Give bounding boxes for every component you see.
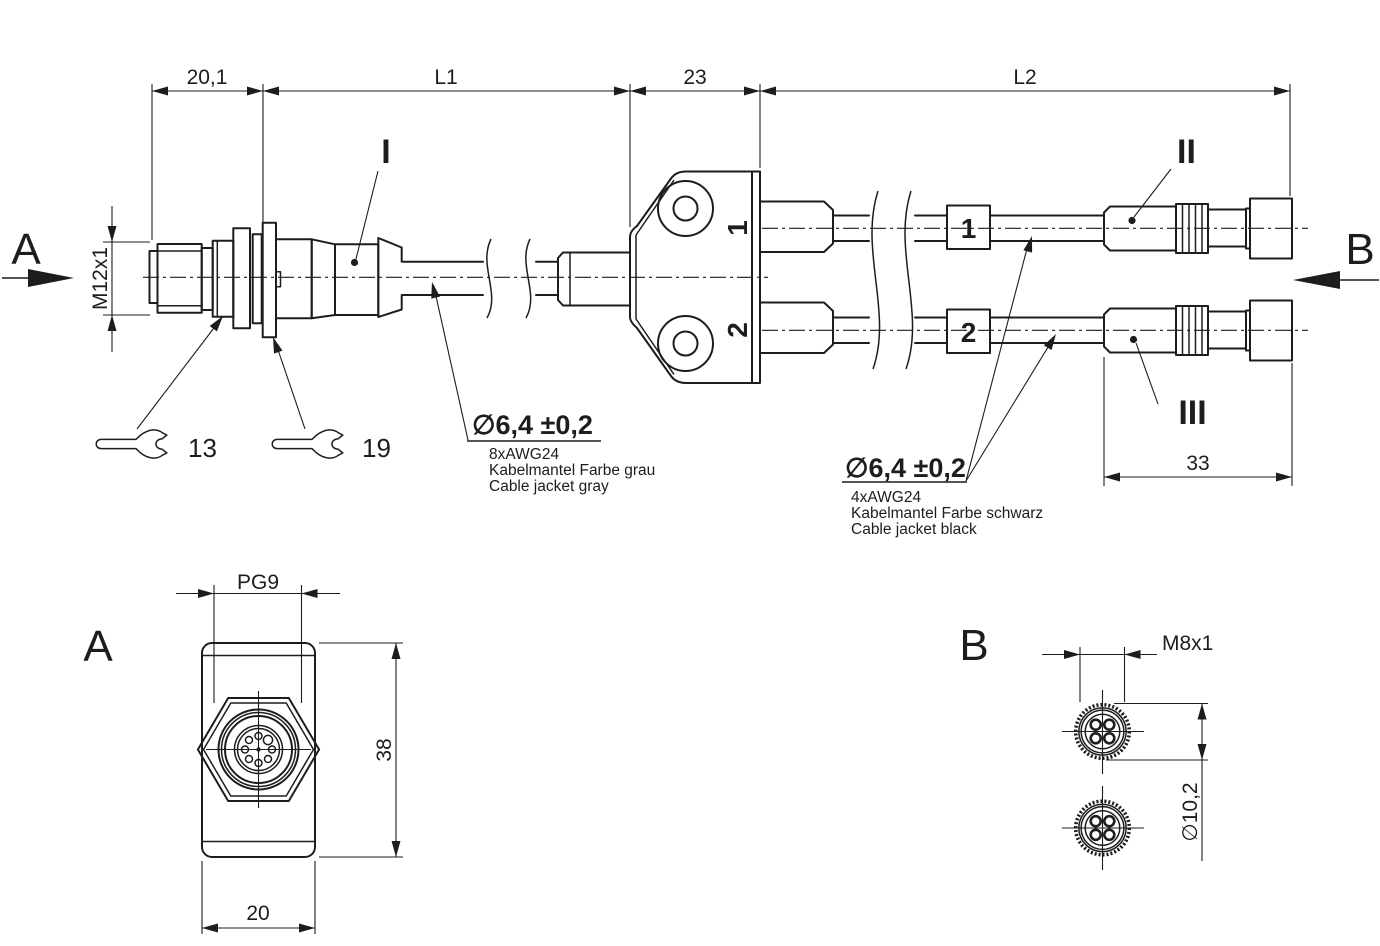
dim-m12-thread: M12x1 <box>89 247 112 310</box>
wrench-13-callout: 13 <box>95 316 223 463</box>
wrench-19-label: 19 <box>362 433 391 463</box>
splitter-port-1-label: 1 <box>722 220 753 236</box>
position-labels: I II III <box>350 133 1207 432</box>
cable-break-icon <box>904 190 914 370</box>
gray-cable-diameter: ∅6,4 ±0,2 <box>472 410 593 440</box>
branch-connector-length-dimension: 33 <box>1103 357 1293 486</box>
main-cable <box>402 238 631 319</box>
black-cable-diameter: ∅6,4 ±0,2 <box>845 453 966 483</box>
detail-b-label: B <box>959 621 988 670</box>
dim-l1: L1 <box>434 66 457 89</box>
section-a-arrow-icon <box>28 269 74 287</box>
dim-38: 38 <box>373 738 396 761</box>
m8-face-lower <box>1062 786 1144 870</box>
wrench-icon <box>271 429 344 459</box>
dim-20: 20 <box>246 902 269 925</box>
branch-cables: 1 2 <box>832 190 1105 370</box>
m12-thread-dimension: M12x1 <box>89 206 150 352</box>
dim-front-length: 20,1 <box>187 66 228 89</box>
section-marker-b: B <box>1293 225 1379 289</box>
splitter-port-2-label: 2 <box>722 322 753 338</box>
centerlines <box>143 227 1308 331</box>
cable-marker-1-box <box>946 204 991 250</box>
cable-break-icon <box>525 238 532 319</box>
cable-marker-2-label: 2 <box>961 317 977 348</box>
section-b-arrow-icon <box>1293 271 1340 289</box>
dim-m8-thread: M8x1 <box>1162 632 1213 655</box>
dim-pg9: PG9 <box>237 571 279 594</box>
cable-break-icon <box>486 238 493 319</box>
cable-break-icon <box>871 190 881 370</box>
gray-cable-note: ∅6,4 ±0,2 8xAWG24 Kabelmantel Farbe grau… <box>431 282 655 495</box>
dim-33: 33 <box>1186 452 1209 475</box>
dim-l2: L2 <box>1013 66 1036 89</box>
wrench-icon <box>95 429 168 459</box>
gray-cable-jacket-en: Cable jacket gray <box>489 478 609 495</box>
detail-a-label: A <box>83 622 113 671</box>
black-cable-jacket-en: Cable jacket black <box>851 521 977 538</box>
top-dimension-chain: 20,1 L1 23 L2 <box>151 66 1291 240</box>
cable-marker-2-box <box>946 308 991 354</box>
black-cable-jacket-de: Kabelmantel Farbe schwarz <box>851 505 1043 522</box>
m8-face-upper <box>1062 690 1144 774</box>
gray-cable-jacket-de: Kabelmantel Farbe grau <box>489 462 655 479</box>
m12-connector-side-view <box>148 221 403 339</box>
wrench-13-label: 13 <box>188 433 217 463</box>
detail-view-a: A PG9 <box>83 571 403 934</box>
pos-ii-label: II <box>1177 133 1196 171</box>
gray-cable-spec: 8xAWG24 <box>489 446 559 463</box>
black-cable-note: ∅6,4 ±0,2 4xAWG24 Kabelmantel Farbe schw… <box>842 236 1056 538</box>
dim-branch-diameter: ∅10,2 <box>1179 782 1202 841</box>
section-a-label: A <box>11 225 41 274</box>
black-cable-spec: 4xAWG24 <box>851 489 921 506</box>
pos-i-label: I <box>381 133 390 171</box>
wrench-19-callout: 19 <box>271 337 391 463</box>
detail-view-b: B M8x1 <box>959 621 1213 870</box>
section-marker-a: A <box>2 225 74 287</box>
section-b-label: B <box>1345 225 1374 274</box>
dim-splitter-width: 23 <box>683 66 706 89</box>
cable-marker-1-label: 1 <box>961 213 977 244</box>
pos-iii-label: III <box>1178 394 1206 432</box>
